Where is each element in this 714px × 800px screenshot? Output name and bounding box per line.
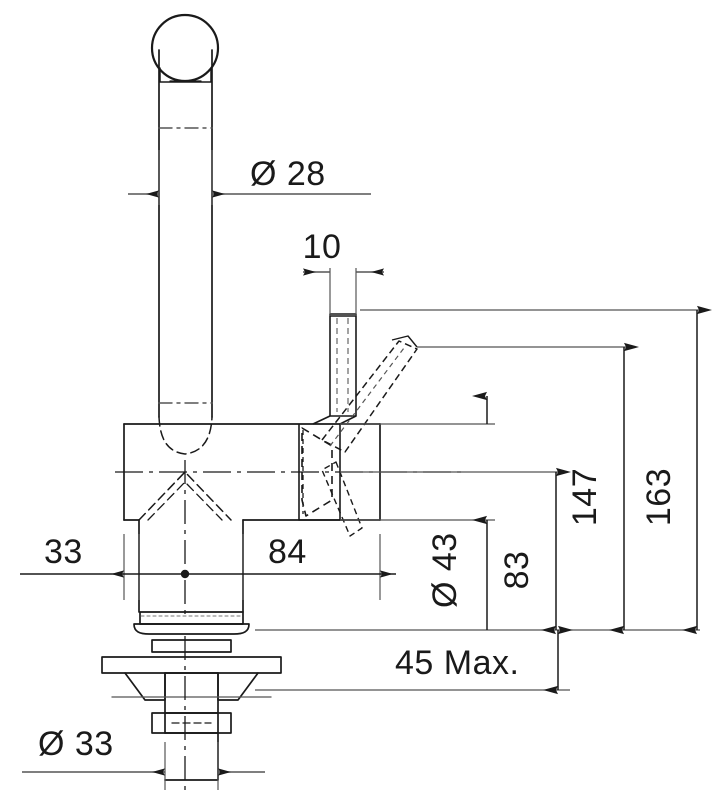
dim-label-body-diameter: Ø 43 [426,532,464,608]
dimension-spout-diameter: Ø 28 [128,150,371,205]
dimension-height-163: 163 [640,305,712,635]
base-flange-ring [133,623,250,635]
dimension-horizontal-reach: 33 84 [20,533,396,600]
lever-handle-assembly [298,313,418,537]
dim-label-spout-diameter: Ø 28 [250,155,326,193]
dim-label-lever-width: 10 [303,228,342,266]
lever-alt-lower-arc [321,461,363,537]
lever-alt-centre-line [329,347,405,447]
dimension-height-83: 83 [498,467,571,635]
dim-label-spout-reach: 84 [268,533,307,571]
lever-base-fillet-right [339,415,357,425]
mounting-plate [101,656,282,674]
lever-alternate-position [321,340,418,453]
dim-label-height-83: 83 [498,551,536,590]
dim-label-worktop-thickness: 45 Max. [395,644,519,682]
lock-nut [151,712,232,734]
dim-label-height-147: 147 [566,468,604,526]
dimension-lever-width: 10 [303,228,384,316]
lever-base-fillet-left [312,415,331,425]
dim-label-back-offset: 33 [44,533,83,571]
riser-cone-inner [147,481,223,521]
dim-label-shank-diameter: Ø 33 [38,725,114,763]
spacer-washer [151,639,232,653]
riser-cone-outline [138,471,232,521]
dim-label-overall-height: 163 [640,468,678,526]
dimension-worktop-thickness: 45 Max. [395,625,573,695]
dimension-height-147: 147 [566,342,639,635]
lever-alt-tip-cap [391,335,418,348]
spout-body-junction-hidden [158,416,213,455]
spout-outlet-rect [159,67,212,83]
dimension-body-diameter: Ø 43 [426,391,488,630]
dimension-shank-diameter: Ø 33 [22,725,265,790]
